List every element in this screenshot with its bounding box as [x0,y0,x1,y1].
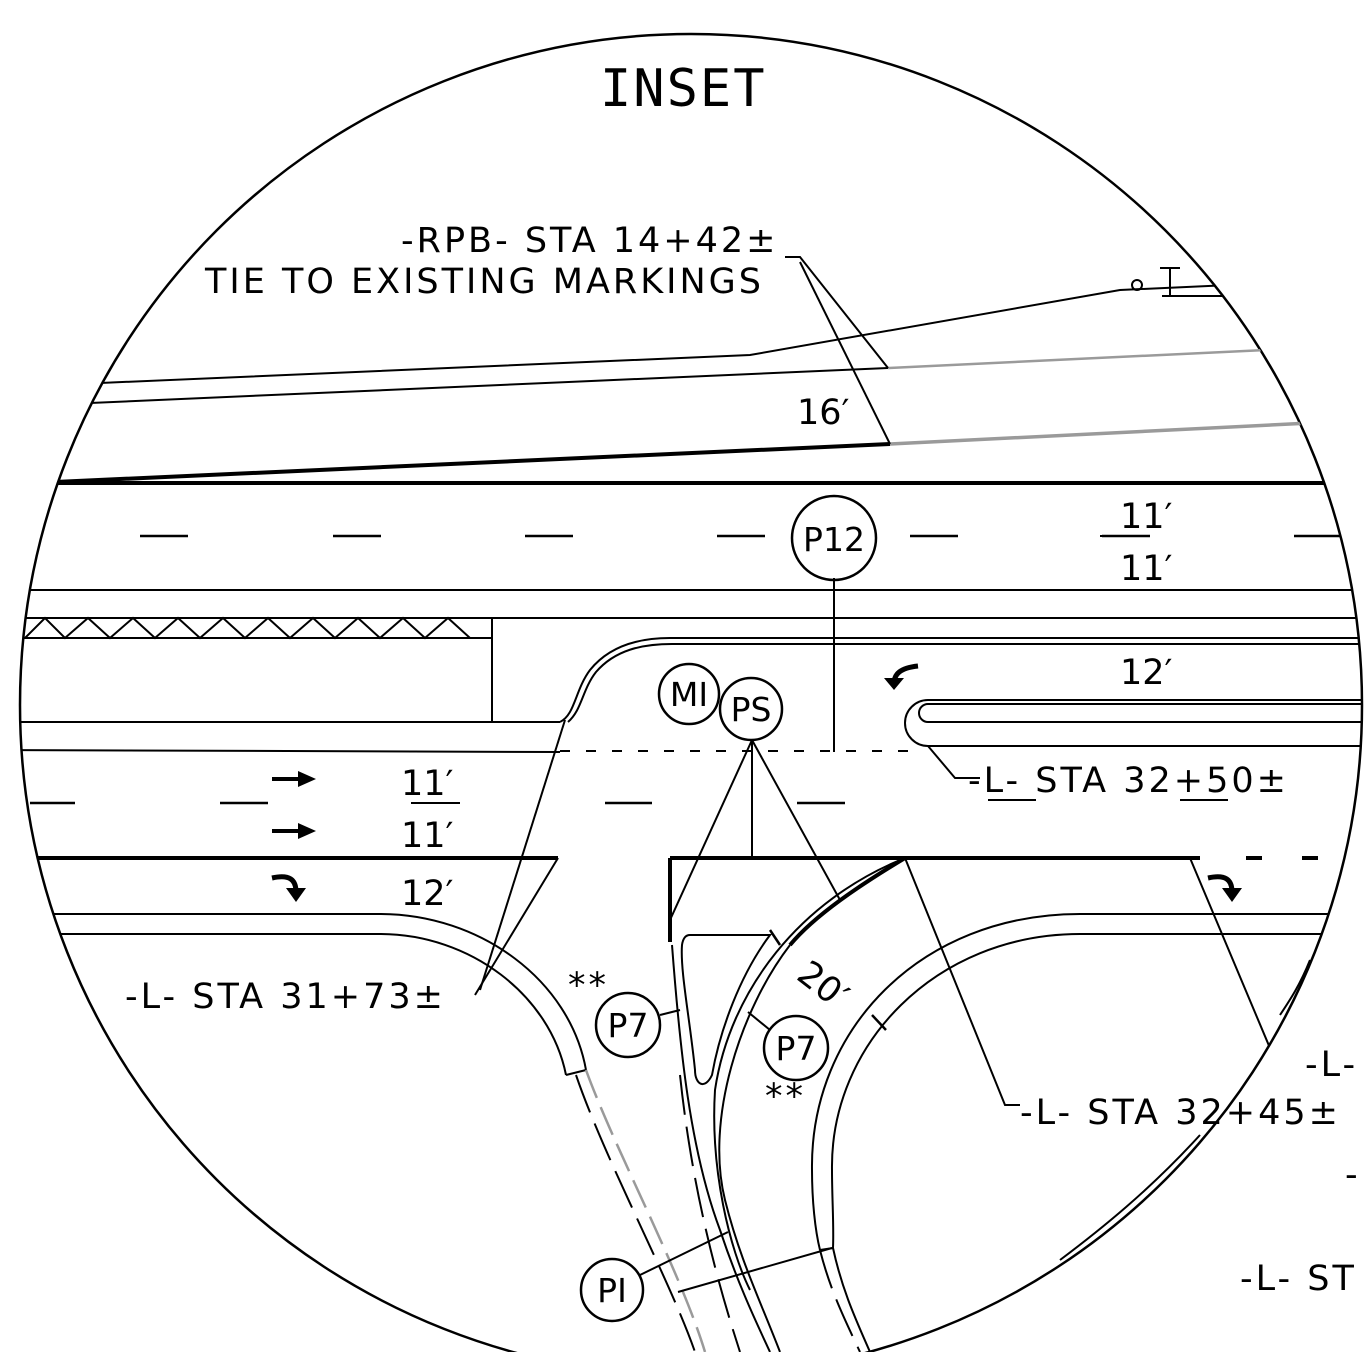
lane-arrow-through-1 [272,771,316,787]
dim-16: 16′ [797,393,850,433]
l-sta-3250-label: -L- STA 32+50± [968,761,1289,801]
center-curve-3 [671,944,771,1352]
dim-11-low-b: 11′ [401,816,454,856]
l-partial-label-1: -L- [1305,1045,1358,1085]
leader-3250 [927,745,980,779]
dim-11-top-b: 11′ [1120,549,1173,589]
callout-mi-text: MI [670,675,708,714]
center-curve-4 [679,1074,741,1352]
island-dim-tick [768,929,782,946]
p7-left-leader [659,1009,681,1016]
pole-symbol [1131,267,1230,297]
leader-3173 [474,857,559,996]
ramp-inner-line [89,367,889,404]
right-turn-curve-left-inner [379,933,567,1076]
existing-curve-left-2 [575,1074,696,1352]
dim-11-low-a: 11′ [401,764,454,804]
curb-line-left [20,749,561,753]
lane-arrow-left-turn [884,663,919,690]
dim-tick-right [871,1014,887,1031]
existing-line-upper [887,343,1362,370]
ps-leader-3 [751,739,841,901]
ramp-edge-line [99,284,1231,384]
callout-pi-text: PI [597,1271,627,1310]
center-curve-heavy [788,856,907,947]
rpb-station-label: -RPB- STA 14+42± [401,221,779,261]
existing-curve-right-2 [832,1247,871,1352]
left-turn-island [904,699,1362,747]
ramp-edge-heavy [54,442,891,484]
callout-ps: PS [718,676,784,742]
right-turn-curve-right [810,913,1362,1251]
median-hatching [24,616,471,640]
lane-arrow-through-2 [272,823,316,839]
right-turn-curve-right-inner [830,933,1362,1249]
inset-title: INSET [600,59,767,119]
rpb-leader-2 [799,261,891,445]
median-island-curve-inner [567,643,1362,723]
rpb-leader [785,256,889,369]
dim-11-top-a: 11′ [1120,497,1173,537]
leader-3245 [904,857,1020,1106]
existing-curve-right [819,1249,861,1352]
callout-ps-text: PS [731,690,772,729]
double-star-left: ** [568,966,609,1006]
right-turn-curve-left [379,913,587,1071]
tie-note-label: TIE TO EXISTING MARKINGS [204,262,764,302]
callout-p7-left: P7 [594,991,662,1059]
l-sta-3245-label: -L- STA 32+45± [1020,1093,1341,1133]
boundary-arc-right-2 [1059,1134,1201,1261]
callout-mi: MI [657,662,721,726]
curve-end-tick [565,1069,587,1076]
l-sta-3173-label: -L- STA 31+73± [125,977,446,1017]
existing-line-lower [889,418,1362,446]
callout-p7-right-text: P7 [776,1029,817,1068]
partial-label-3: - [1345,1155,1361,1195]
median-island-curve [559,637,1362,723]
callout-pi: PI [579,1257,645,1323]
ps-leader-1 [669,739,753,921]
lane-arrow-right-turn-left [271,874,306,902]
dim-12-low: 12′ [401,874,454,914]
callout-p7-right: P7 [762,1014,830,1082]
callout-p7-left-text: P7 [608,1006,649,1045]
leader-3173b [479,719,566,991]
l-partial-label-2: -L- ST [1240,1259,1357,1299]
pi-leader-2 [677,1247,833,1293]
double-star-right: ** [765,1077,806,1117]
lane-arrow-right-turn-right [1207,874,1242,902]
callout-p12: P12 [790,494,878,582]
center-curve-1 [713,857,906,1291]
leader-l-right [1189,857,1300,1061]
callout-p12-text: P12 [803,520,865,559]
boundary-arc-right [1279,959,1311,1016]
pi-leader-1 [639,1231,729,1276]
splitter-island [680,934,772,1085]
left-turn-island-inner [918,703,1362,723]
center-curve-2 [718,944,791,1352]
p7-right-leader [747,1011,771,1031]
roadway-linework [20,256,1362,1352]
dim-12-turn: 12′ [1120,653,1173,693]
dim-20: 20′ [789,954,855,1018]
